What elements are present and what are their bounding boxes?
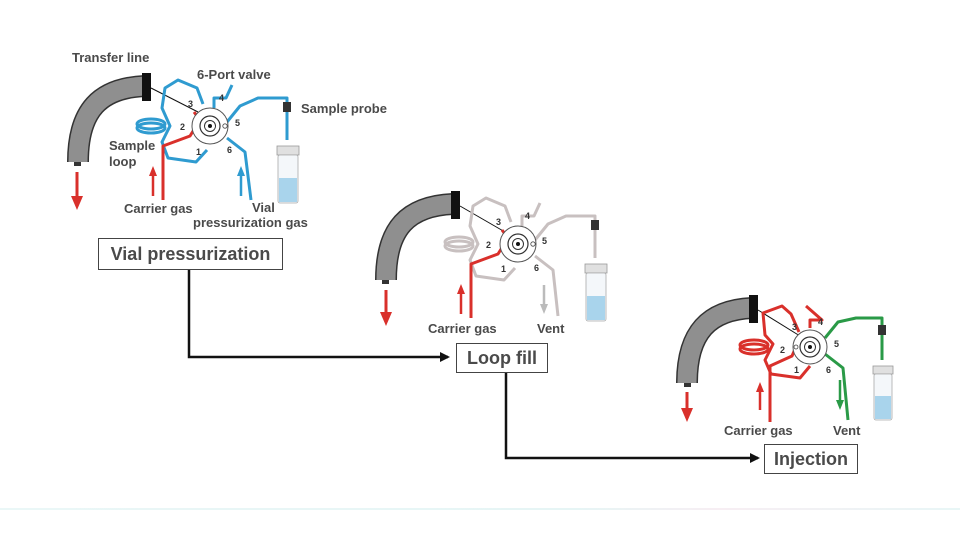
port-number-5: 5 [834, 339, 839, 349]
sample-vial [276, 102, 300, 204]
transfer-line [67, 73, 199, 166]
connector-loop-to-injection [504, 373, 760, 463]
stage-injection: 3 4 5 6 1 2 Carrier gas Vent [676, 295, 894, 438]
port-number-3: 3 [792, 322, 797, 332]
stage-title-loop-fill: Loop fill [456, 343, 548, 373]
port-number-4: 4 [525, 211, 530, 221]
sample-probe-label: Sample probe [301, 101, 387, 116]
port-number-2: 2 [180, 122, 185, 132]
transfer-line-label: Transfer line [72, 50, 149, 65]
sample-loop-label-line2: loop [109, 154, 136, 169]
outlet-arrow-icon [681, 392, 693, 422]
port-number-6: 6 [826, 365, 831, 375]
sample-vial [872, 325, 894, 421]
port-number-5: 5 [542, 236, 547, 246]
connector-vial-to-loop [187, 270, 450, 362]
transfer-line [375, 191, 506, 284]
carrier-inlet-arrow-icon [756, 382, 764, 410]
port-number-6: 6 [534, 263, 539, 273]
port-number-6: 6 [227, 145, 232, 155]
transfer-line [676, 295, 801, 387]
sample-loop-label: Sample [109, 138, 155, 153]
six-port-valve [191, 107, 229, 145]
vial-pressurization-gas-label-line2: pressurization gas [193, 215, 308, 230]
port-number-5: 5 [235, 118, 240, 128]
outlet-arrow-icon [71, 172, 83, 210]
port-number-1: 1 [794, 365, 799, 375]
stage-title-vial-pressurization: Vial pressurization [98, 238, 283, 270]
stage-loop-fill: 3 4 5 6 1 2 Carrier gas Vent [375, 191, 608, 336]
port-number-1: 1 [501, 264, 506, 274]
port-number-3: 3 [188, 99, 193, 109]
vial-pressurization-gas-label: Vial [252, 200, 275, 215]
carrier-gas-label: Carrier gas [724, 423, 793, 438]
transfer-line-connector [142, 73, 151, 101]
pressurization-inlet-arrow-icon [237, 166, 245, 196]
vent-label: Vent [537, 321, 565, 336]
port-number-2: 2 [486, 240, 491, 250]
port-number-3: 3 [496, 217, 501, 227]
outlet-arrow-icon [380, 290, 392, 326]
port-number-4: 4 [219, 93, 224, 103]
vent-label: Vent [833, 423, 861, 438]
footer-divider [0, 508, 960, 510]
vent-arrow-icon [540, 285, 548, 314]
vent-arrow-icon [836, 380, 844, 410]
port-number-4: 4 [818, 317, 823, 327]
carrier-inlet-arrow-icon [149, 166, 157, 196]
valve-label: 6-Port valve [197, 67, 271, 82]
flow-connectors [187, 270, 760, 463]
transfer-line-connector [451, 191, 460, 219]
carrier-inlet-arrow-icon [457, 284, 465, 314]
carrier-gas-label: Carrier gas [428, 321, 497, 336]
stage-title-injection: Injection [764, 444, 858, 474]
transfer-line-connector [749, 295, 758, 323]
port-number-2: 2 [780, 345, 785, 355]
carrier-gas-label: Carrier gas [124, 201, 193, 216]
six-port-valve [499, 225, 537, 263]
sample-vial [584, 220, 608, 322]
port-number-1: 1 [196, 147, 201, 157]
six-port-valve [792, 329, 828, 365]
stage-vial-pressurization: 3 4 5 6 1 2 Transfer line 6-Port valve S… [67, 50, 387, 230]
